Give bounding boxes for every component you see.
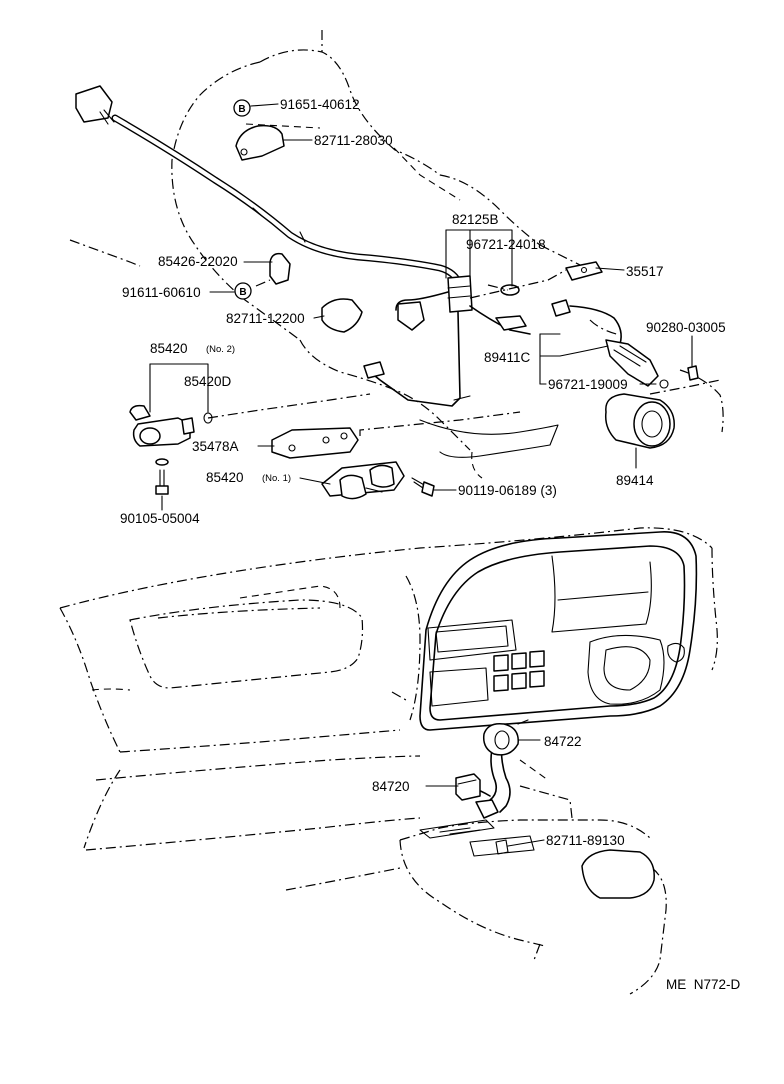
bolt-callout-b-upper: B [233, 99, 251, 117]
connector-82125b-part [363, 275, 531, 407]
console-outline [419, 759, 655, 899]
figure-reference-code: ME N772-D [666, 977, 741, 992]
bracket-35517-part [565, 261, 603, 281]
svg-text:B: B [239, 287, 246, 298]
label-89414: 89414 [616, 473, 654, 488]
label-82711-89130: 82711-89130 [546, 833, 625, 848]
clamp-82711-89130-part [475, 799, 509, 855]
label-91611-60610: 91611-60610 [122, 285, 201, 300]
reference-lines-upper [69, 123, 721, 436]
label-82711-28030: 82711-28030 [314, 133, 393, 148]
label-35517: 35517 [626, 264, 664, 279]
wire-harness-upper [111, 114, 464, 289]
harness-connector-end [75, 85, 115, 125]
label-85420-no1-note: (No. 1) [262, 473, 291, 484]
label-85420-no2: 85420 [150, 341, 188, 356]
label-96721-19009: 96721-19009 [548, 377, 628, 392]
clamp-82711-12200-part [321, 298, 363, 333]
label-35478a: 35478A [192, 439, 239, 454]
clip-82711-28030-part [235, 124, 285, 161]
label-82711-12200: 82711-12200 [226, 311, 305, 326]
bolt-90105-part [155, 458, 169, 495]
glovebox-outline [129, 599, 364, 689]
oring-90280-part [687, 365, 699, 381]
label-91651-40612: 91651-40612 [280, 97, 360, 112]
switch-84722-part [482, 719, 529, 756]
label-90119-06189: 90119-06189 (3) [458, 483, 557, 498]
bolt-90119-part [411, 477, 435, 497]
clip-85426-part [269, 252, 291, 285]
gear-89414-part [604, 393, 675, 449]
label-85420d: 85420D [184, 374, 232, 389]
leader-lines [149, 103, 693, 847]
sensor-89411c-part [551, 299, 669, 389]
transmission-outline [171, 30, 724, 479]
label-90105-05004: 90105-05004 [120, 511, 200, 526]
label-84722: 84722 [544, 734, 582, 749]
label-96721-24018: 96721-24018 [466, 237, 546, 252]
instrument-panel-outline [59, 527, 718, 995]
svg-text:B: B [238, 104, 245, 115]
gasket-35478a-part [271, 427, 359, 459]
label-85420-no1: 85420 [206, 470, 244, 485]
switch-84720-part [455, 773, 481, 801]
solenoid-no2-part [129, 404, 213, 447]
label-89411c: 89411C [484, 350, 531, 365]
label-85420-no2-note: (No. 2) [206, 344, 235, 355]
label-85426-22020: 85426-22020 [158, 254, 238, 269]
bolt-callout-b-lower: B [234, 282, 252, 300]
label-84720: 84720 [372, 779, 410, 794]
label-90280-03005: 90280-03005 [646, 320, 726, 335]
label-82125b: 82125B [452, 212, 499, 227]
part-labels: 91651-40612 82711-28030 82125B 96721-240… [120, 97, 741, 992]
center-cluster-outline [419, 531, 698, 731]
solenoid-no1-part [321, 461, 405, 500]
